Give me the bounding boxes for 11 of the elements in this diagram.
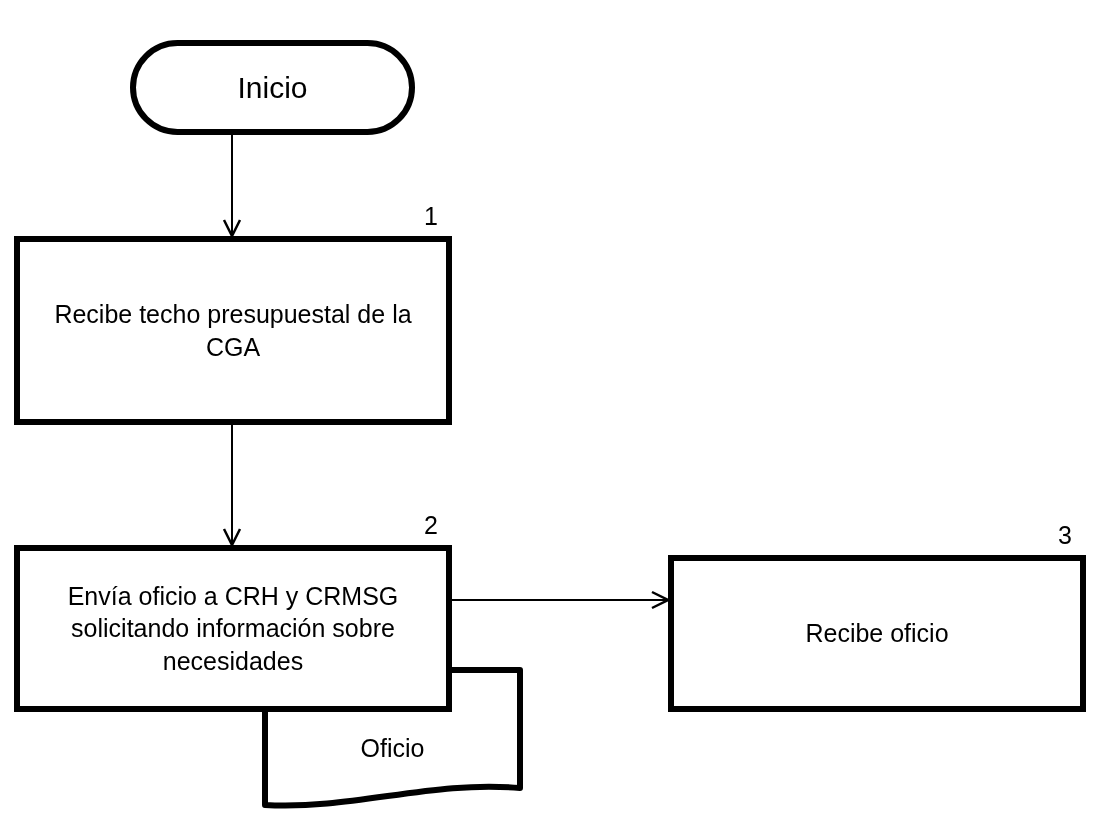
step-text: Recibe oficio [805,618,949,650]
step-number: 1 [424,201,438,232]
arrow [222,424,242,547]
step-number: 2 [424,510,438,541]
arrow [222,134,242,238]
step-text: Inicio [237,70,308,106]
arrow [451,590,670,610]
step-text: Envía oficio a CRH y CRMSG solicitando información sobre necesidades [66,580,400,677]
step-number: 3 [1058,520,1072,551]
step-text: Oficio [360,732,425,764]
step-text: Recibe techo presupuestal de la CGA [53,299,413,363]
